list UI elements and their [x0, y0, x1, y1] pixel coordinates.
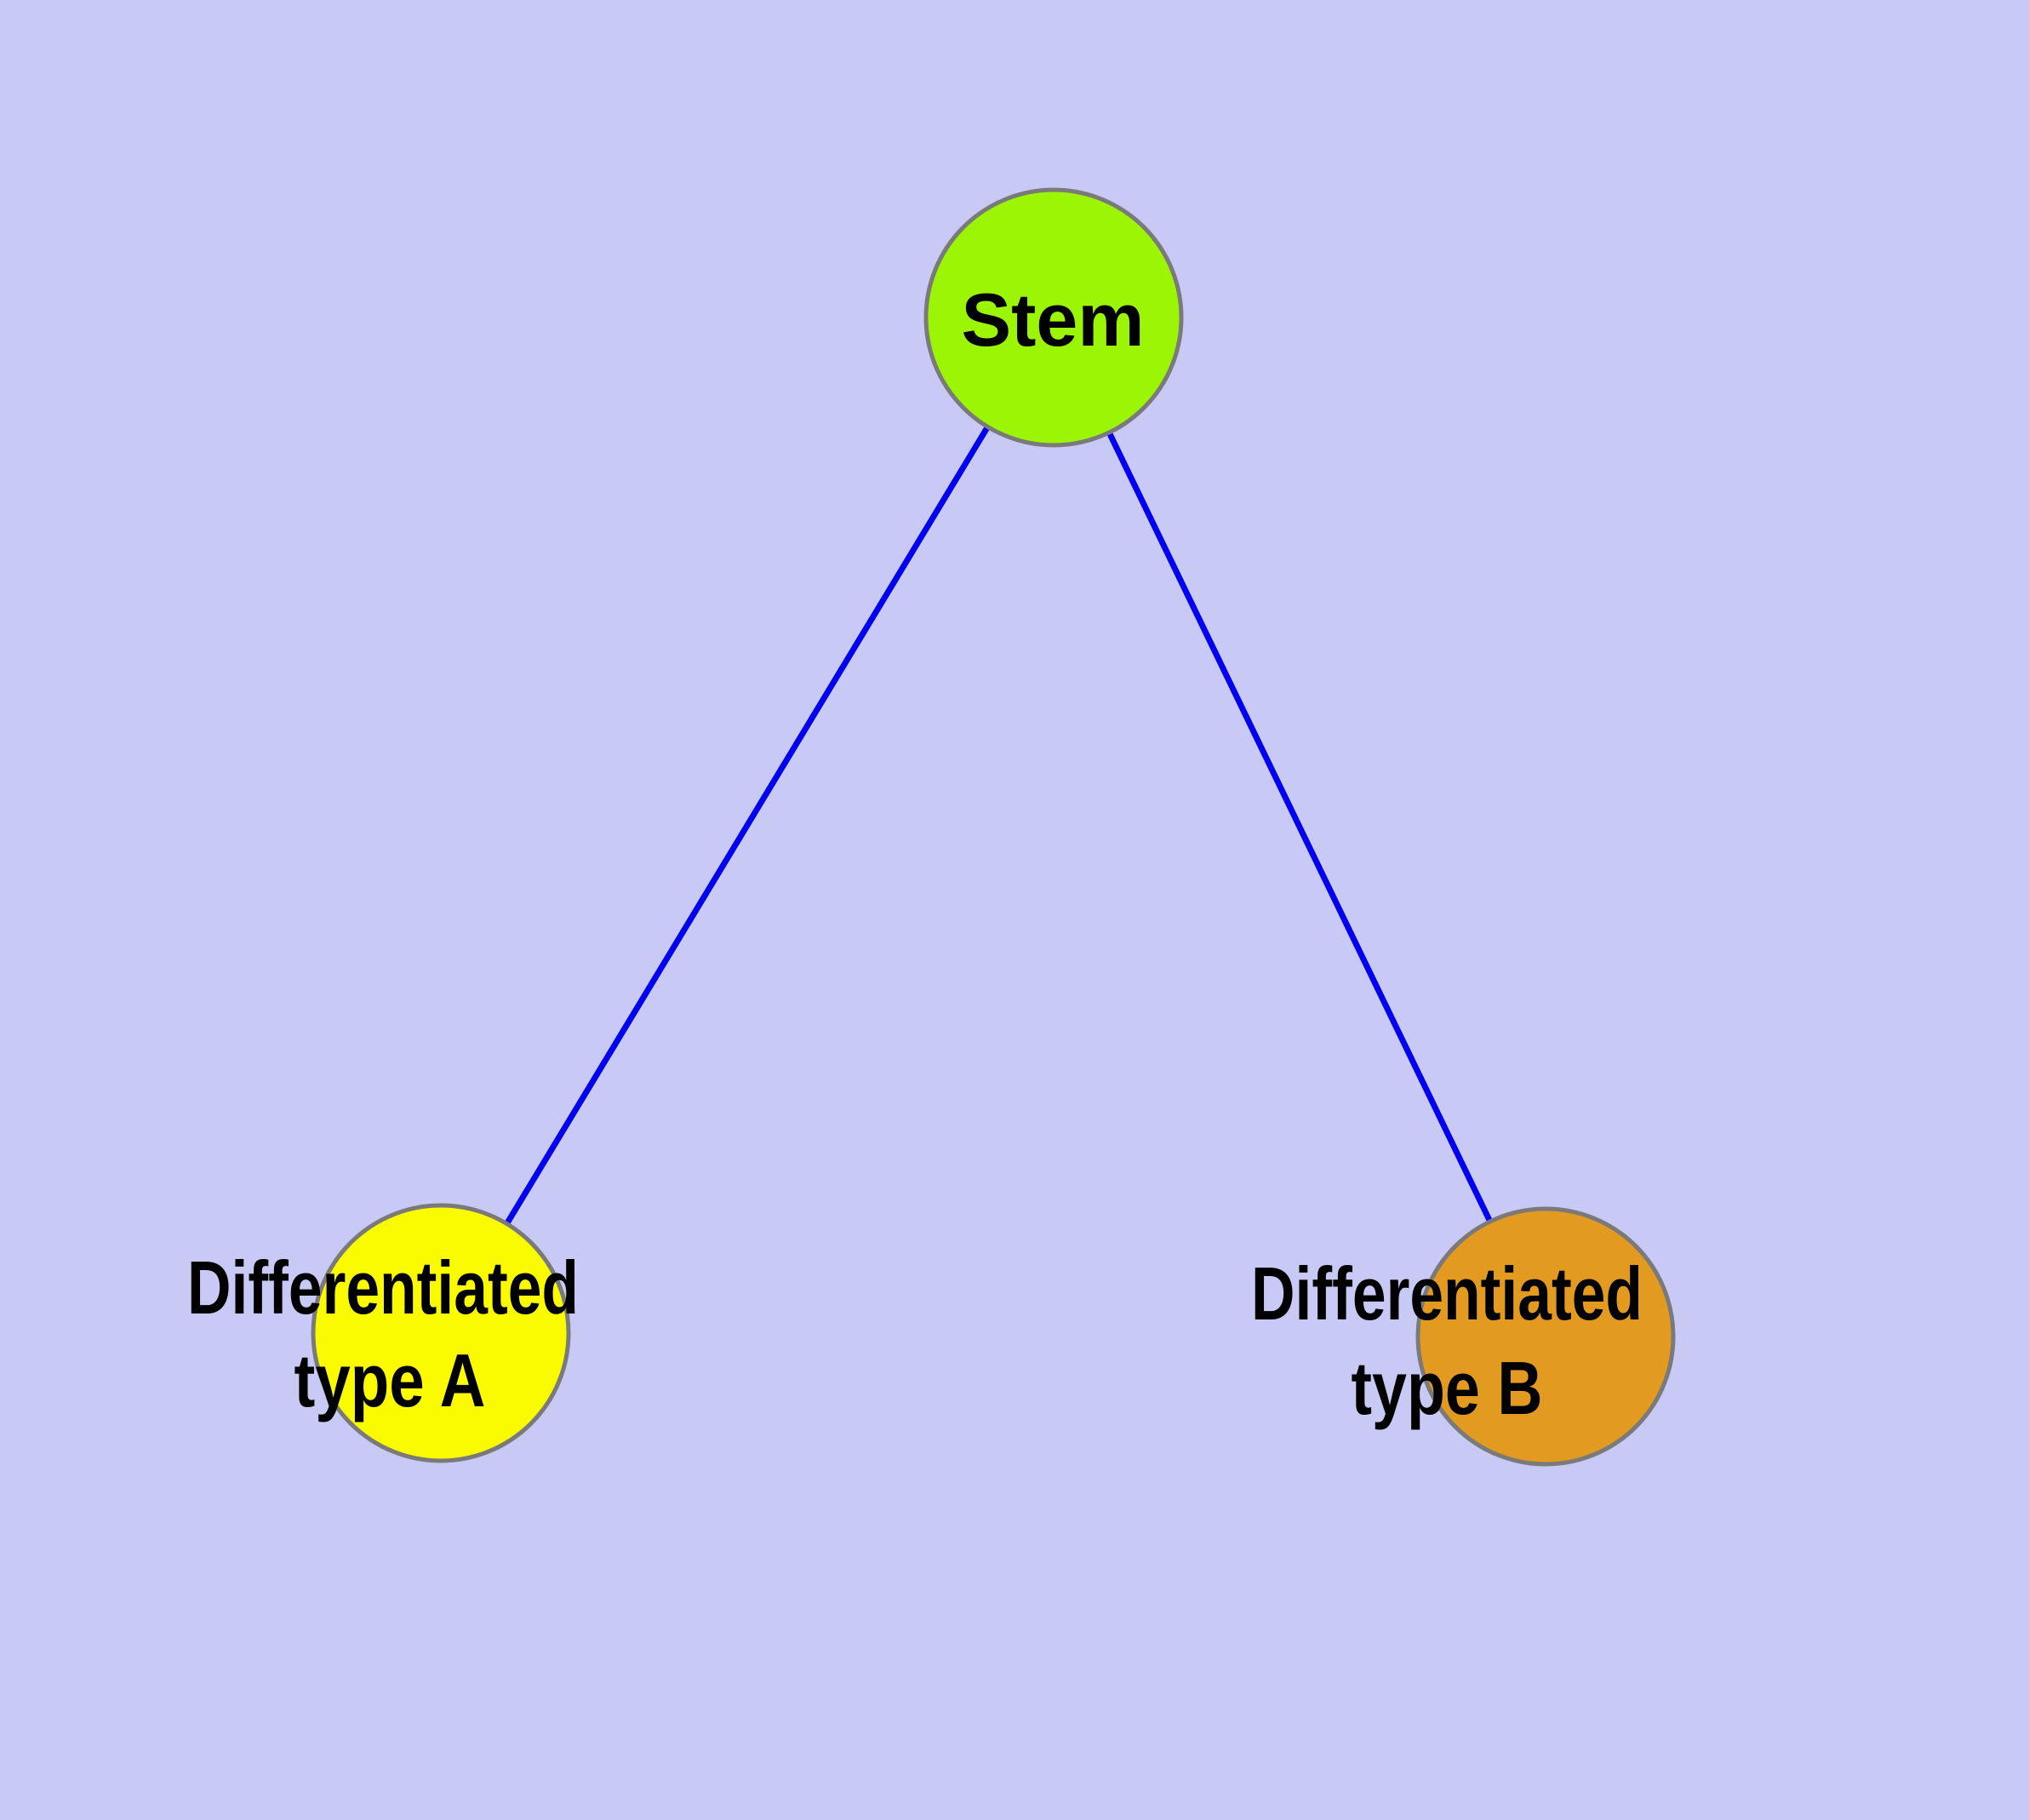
edge-stem-to-type-b — [1050, 316, 1549, 1338]
edge-stem-to-type-a — [438, 316, 1056, 1335]
node-stem-label: Stem — [962, 278, 1145, 362]
node-type-b-label-line-1: Differentiated — [1251, 1251, 1643, 1336]
node-differentiated-type-b: Differentiated type B — [1251, 1206, 1676, 1467]
node-stem-circle — [923, 187, 1184, 448]
node-type-a-circle — [311, 1203, 571, 1463]
node-type-b-circle — [1415, 1206, 1676, 1467]
node-type-b-label-line-2: type B — [1352, 1346, 1543, 1430]
node-differentiated-type-a: Differentiated type A — [187, 1203, 579, 1463]
node-type-a-label-line-1: Differentiated — [187, 1245, 579, 1330]
node-stem: Stem — [923, 187, 1184, 448]
node-type-a-label-line-2: type A — [294, 1338, 486, 1422]
